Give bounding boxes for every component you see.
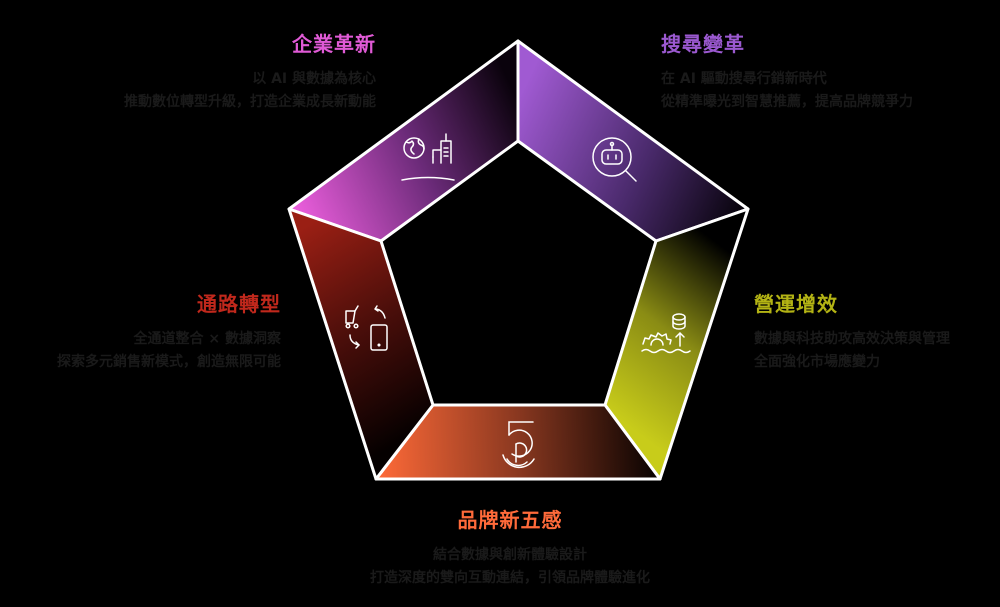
gear-database-growth-icon xyxy=(641,313,691,354)
label-search: 搜尋變革 在 AI 驅動搜尋行銷新時代 從精準曝光到智慧推薦，提高品牌競爭力 xyxy=(661,32,913,114)
title-brand: 品牌新五感 xyxy=(457,508,563,532)
label-brand: 品牌新五感 結合數據與創新體驗設計 打造深度的雙向互動連結，引領品牌體驗進化 xyxy=(300,508,720,590)
desc-search: 在 AI 驅動搜尋行銷新時代 從精準曝光到智慧推薦，提高品牌競爭力 xyxy=(661,71,913,110)
title-enterprise: 企業革新 xyxy=(292,32,376,56)
title-search: 搜尋變革 xyxy=(661,32,745,56)
segment-channel xyxy=(287,207,435,481)
globe-building-icon xyxy=(401,133,455,181)
desc-operations: 數據與科技助攻高效決策與管理 全面強化市場應變力 xyxy=(754,331,950,370)
label-operations: 營運增效 數據與科技助攻高效決策與管理 全面強化市場應變力 xyxy=(754,292,950,374)
title-operations: 營運增效 xyxy=(754,292,838,316)
robot-search-icon xyxy=(592,137,637,182)
five-senses-icon xyxy=(502,421,535,469)
title-channel: 通路轉型 xyxy=(197,292,281,316)
label-enterprise: 企業革新 以 AI 與數據為核心 推動數位轉型升級，打造企業成長新動能 xyxy=(124,32,376,114)
cart-mobile-exchange-icon xyxy=(345,305,388,351)
desc-brand: 結合數據與創新體驗設計 打造深度的雙向互動連結，引領品牌體驗進化 xyxy=(370,547,650,586)
desc-channel: 全通道整合 × 數據洞察 探索多元銷售新模式，創造無限可能 xyxy=(57,331,281,370)
label-channel: 通路轉型 全通道整合 × 數據洞察 探索多元銷售新模式，創造無限可能 xyxy=(57,292,281,374)
desc-enterprise: 以 AI 與數據為核心 推動數位轉型升級，打造企業成長新動能 xyxy=(124,71,376,110)
